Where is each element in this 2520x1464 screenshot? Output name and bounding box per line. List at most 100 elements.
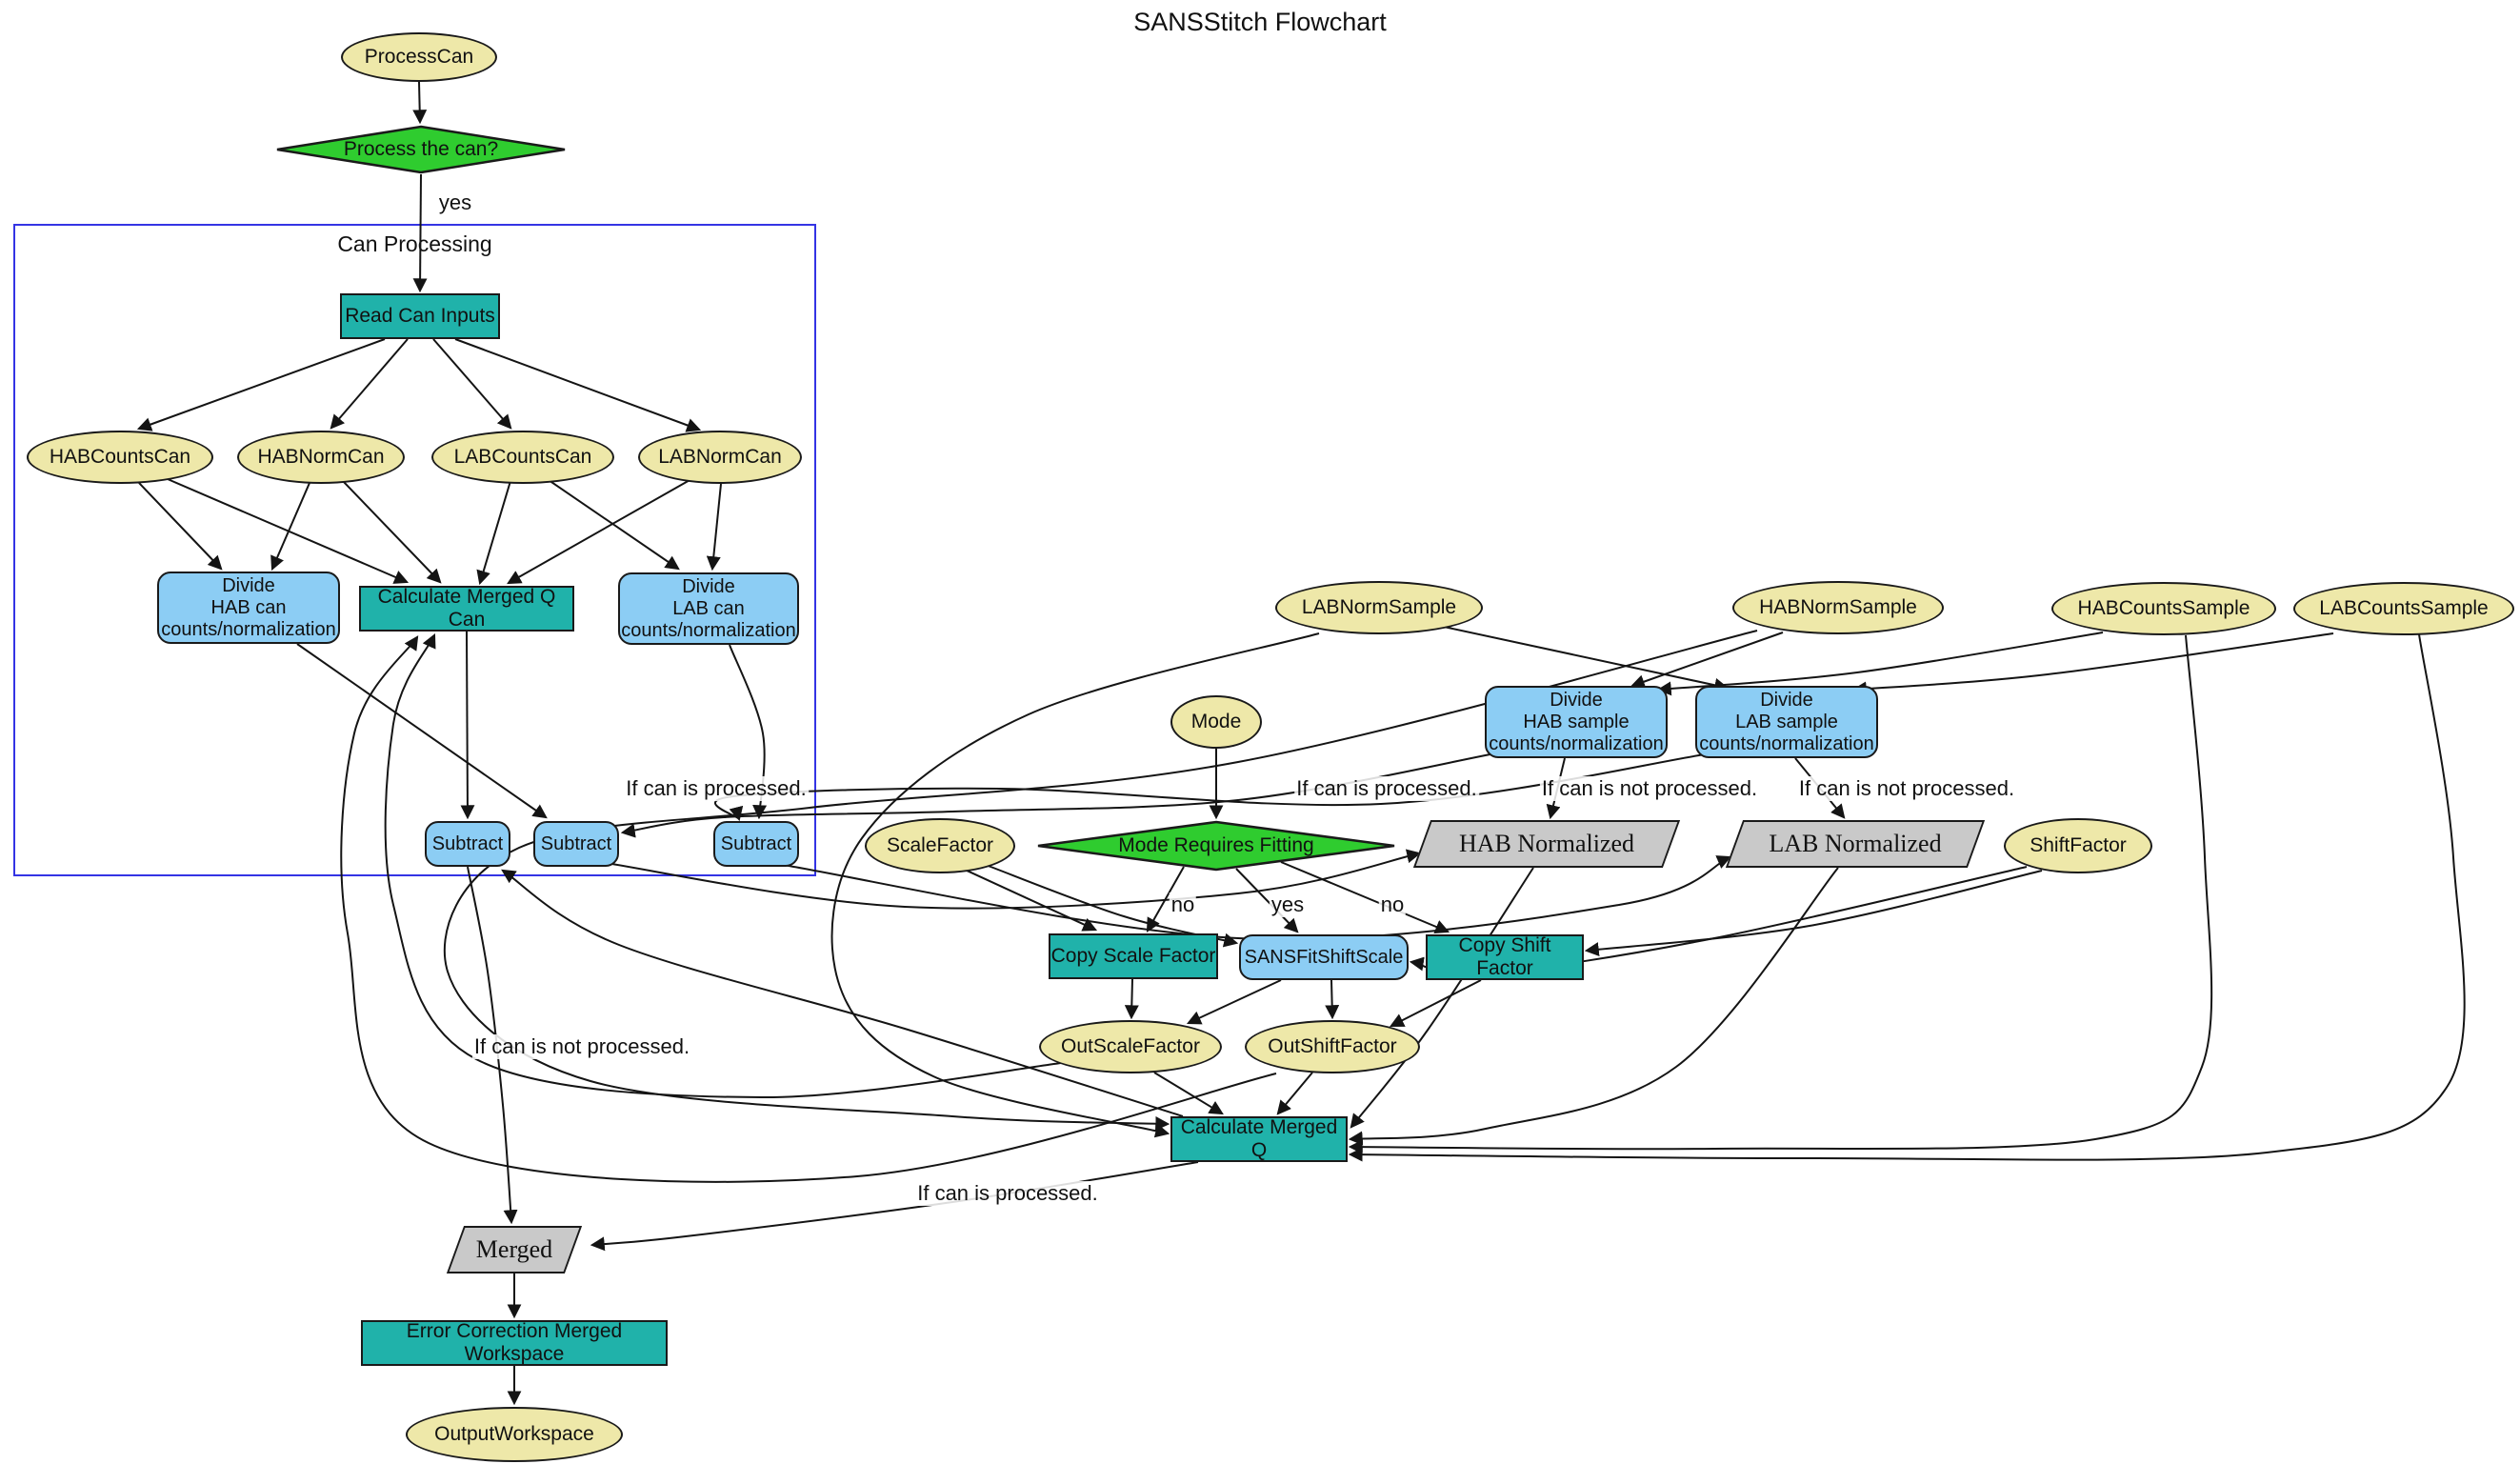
- out-shift-factor-node: OutShiftFactor: [1245, 1020, 1420, 1073]
- can-processing-cluster: Can Processing: [13, 224, 816, 876]
- divide-hab-can-label: Divide HAB can counts/normalization: [161, 574, 336, 640]
- edge-calculate-merged-q-can-to-subtract-merged: [460, 631, 475, 820]
- subtract-lab-node: Subtract: [713, 821, 799, 867]
- out-scale-factor-label: OutScaleFactor: [1061, 1035, 1200, 1057]
- subtract-merged-node: Subtract: [425, 821, 510, 867]
- scale-factor-label: ScaleFactor: [886, 834, 994, 856]
- mode-requires-fitting-label: Mode Requires Fitting: [1118, 834, 1314, 856]
- lab-norm-sample-label: LABNormSample: [1301, 596, 1457, 618]
- read-can-inputs-node: Read Can Inputs: [340, 293, 500, 339]
- subtract-hab-node: Subtract: [533, 821, 619, 867]
- diamond-shape: [1037, 820, 1395, 872]
- merged-label: Merged: [475, 1235, 553, 1263]
- copy-scale-factor-node: Copy Scale Factor: [1049, 933, 1218, 979]
- label-if-not-processed-hab: If can is not processed.: [1539, 776, 1760, 801]
- divide-hab-can-node: Divide HAB can counts/normalization: [157, 572, 340, 644]
- edge-sans-fit-shift-scale-to-out-shift-factor: [1325, 979, 1340, 1020]
- copy-shift-factor-label: Copy Shift Factor: [1458, 934, 1551, 979]
- lab-counts-can-label: LABCountsCan: [453, 446, 592, 468]
- calculate-merged-q-label: Calculate Merged Q: [1180, 1116, 1338, 1161]
- edge-copy-shift-factor-to-out-shift-factor: [1389, 979, 1482, 1028]
- lab-counts-can-node: LABCountsCan: [431, 431, 614, 484]
- edge-lab-counts-sample-to-calculate-merged-q: [1348, 633, 2466, 1162]
- hab-norm-can-node: HABNormCan: [237, 431, 405, 484]
- label-if-not-processed-merged: If can is not processed.: [471, 1034, 692, 1059]
- edge-out-scale-factor-to-calculate-merged-q-can: [384, 632, 1070, 1099]
- mode-node: Mode: [1170, 695, 1262, 749]
- cluster-label: Can Processing: [337, 231, 492, 256]
- edge-calculate-merged-q-to-merged: [590, 1161, 1199, 1252]
- edge-hab-counts-can-to-divide-hab-can: [138, 482, 223, 571]
- hab-counts-can-label: HABCountsCan: [49, 446, 191, 468]
- edge-hab-counts-can-to-calculate-merged-q-can: [167, 478, 410, 584]
- lab-norm-sample-node: LABNormSample: [1275, 581, 1483, 634]
- q-process-the-can-label: Process the can?: [343, 138, 499, 160]
- edge-out-shift-factor-to-calculate-merged-q: [1276, 1072, 1313, 1115]
- lab-normalized-label: LAB Normalized: [1769, 830, 1942, 857]
- process-can-node: ProcessCan: [341, 32, 497, 82]
- edge-hab-norm-can-to-calculate-merged-q-can: [342, 480, 442, 584]
- copy-shift-factor-node: Copy Shift Factor: [1426, 934, 1584, 980]
- sans-fit-shift-scale-node: SANSFitShiftScale: [1239, 934, 1409, 980]
- q-process-the-can-node: Process the can?: [275, 125, 567, 174]
- lab-counts-sample-node: LABCountsSample: [2293, 582, 2514, 635]
- edge-lab-counts-sample-to-divide-lab-sample: [1851, 632, 2334, 696]
- hab-norm-can-label: HABNormCan: [257, 446, 385, 468]
- edge-lab-norm-sample-to-calculate-merged-q: [830, 632, 1320, 1138]
- sans-fit-shift-scale-label: SANSFitShiftScale: [1244, 946, 1404, 968]
- edge-sans-fit-shift-scale-to-out-scale-factor: [1186, 979, 1282, 1025]
- edge-scale-factor-to-copy-scale-factor: [964, 869, 1098, 932]
- edge-calculate-merged-q-to-subtract-merged: [501, 869, 1184, 1117]
- edge-read-can-inputs-to-hab-counts-can: [136, 338, 386, 431]
- edge-lab-norm-can-to-divide-lab-can: [706, 483, 722, 572]
- merged-node: Merged: [442, 1226, 587, 1273]
- edge-out-scale-factor-to-calculate-merged-q: [1153, 1072, 1224, 1115]
- out-shift-factor-label: OutShiftFactor: [1268, 1035, 1397, 1057]
- calculate-merged-q-can-node: Calculate Merged Q Can: [359, 586, 574, 632]
- hab-norm-sample-label: HABNormSample: [1759, 596, 1917, 618]
- read-can-inputs-label: Read Can Inputs: [345, 305, 495, 327]
- edge-out-shift-factor-to-calculate-merged-q-can: [340, 635, 1277, 1183]
- edge-hab-normalized-to-calculate-merged-q: [1350, 867, 1534, 1129]
- label-no-shift: no: [1378, 892, 1407, 917]
- edge-copy-scale-factor-to-out-scale-factor: [1124, 978, 1139, 1020]
- edge-lab-norm-sample-to-divide-lab-sample: [1443, 626, 1730, 692]
- subtract-hab-label: Subtract: [540, 832, 612, 854]
- mode-requires-fitting-node: Mode Requires Fitting: [1036, 820, 1396, 872]
- label-if-not-processed-lab: If can is not processed.: [1796, 776, 2017, 801]
- edge-lab-norm-can-to-calculate-merged-q-can: [507, 478, 692, 585]
- edge-read-can-inputs-to-lab-counts-can: [432, 338, 512, 430]
- lab-counts-sample-label: LABCountsSample: [2319, 597, 2489, 619]
- error-correction-merged-workspace-node: Error Correction Merged Workspace: [361, 1320, 668, 1366]
- edge-q-process-the-can-to-read-can-inputs: [412, 173, 428, 293]
- scale-factor-node: ScaleFactor: [865, 818, 1015, 873]
- edge-hab-norm-sample-to-divide-hab-sample: [1630, 632, 1784, 689]
- divide-lab-can-label: Divide LAB can counts/normalization: [621, 575, 796, 641]
- edge-process-can-to-q-process-the-can: [412, 81, 428, 125]
- edge-hab-norm-can-to-divide-hab-can: [270, 482, 310, 572]
- diamond-shape: [276, 125, 566, 174]
- edge-shift-factor-to-copy-shift-factor: [1584, 870, 2043, 957]
- calculate-merged-q-can-label: Calculate Merged Q Can: [377, 586, 556, 631]
- hab-counts-can-node: HABCountsCan: [27, 431, 213, 484]
- edge-hab-counts-sample-to-calculate-merged-q: [1348, 634, 2213, 1154]
- copy-scale-factor-label: Copy Scale Factor: [1050, 945, 1216, 967]
- lab-norm-can-node: LABNormCan: [638, 431, 802, 484]
- edge-mode-requires-fitting-to-sans-fit-shift-scale: [1235, 868, 1299, 933]
- edge-read-can-inputs-to-hab-norm-can: [330, 338, 409, 430]
- label-if-processed-mid: If can is processed.: [1294, 776, 1479, 801]
- mode-label: Mode: [1190, 711, 1242, 732]
- process-can-label: ProcessCan: [364, 46, 474, 68]
- label-yes-fit: yes: [1269, 892, 1307, 917]
- hab-counts-sample-node: HABCountsSample: [2051, 582, 2276, 635]
- hab-norm-sample-node: HABNormSample: [1732, 581, 1944, 634]
- edge-read-can-inputs-to-lab-norm-can: [454, 338, 702, 432]
- label-if-processed-merged: If can is processed.: [915, 1181, 1100, 1206]
- edge-mode-requires-fitting-to-copy-scale-factor: [1146, 866, 1185, 933]
- label-if-processed-cluster: If can is processed.: [624, 776, 809, 801]
- edge-hab-counts-sample-to-divide-hab-sample: [1656, 632, 2104, 696]
- shift-factor-label: ShiftFactor: [2030, 834, 2127, 856]
- calculate-merged-q-node: Calculate Merged Q: [1170, 1116, 1348, 1162]
